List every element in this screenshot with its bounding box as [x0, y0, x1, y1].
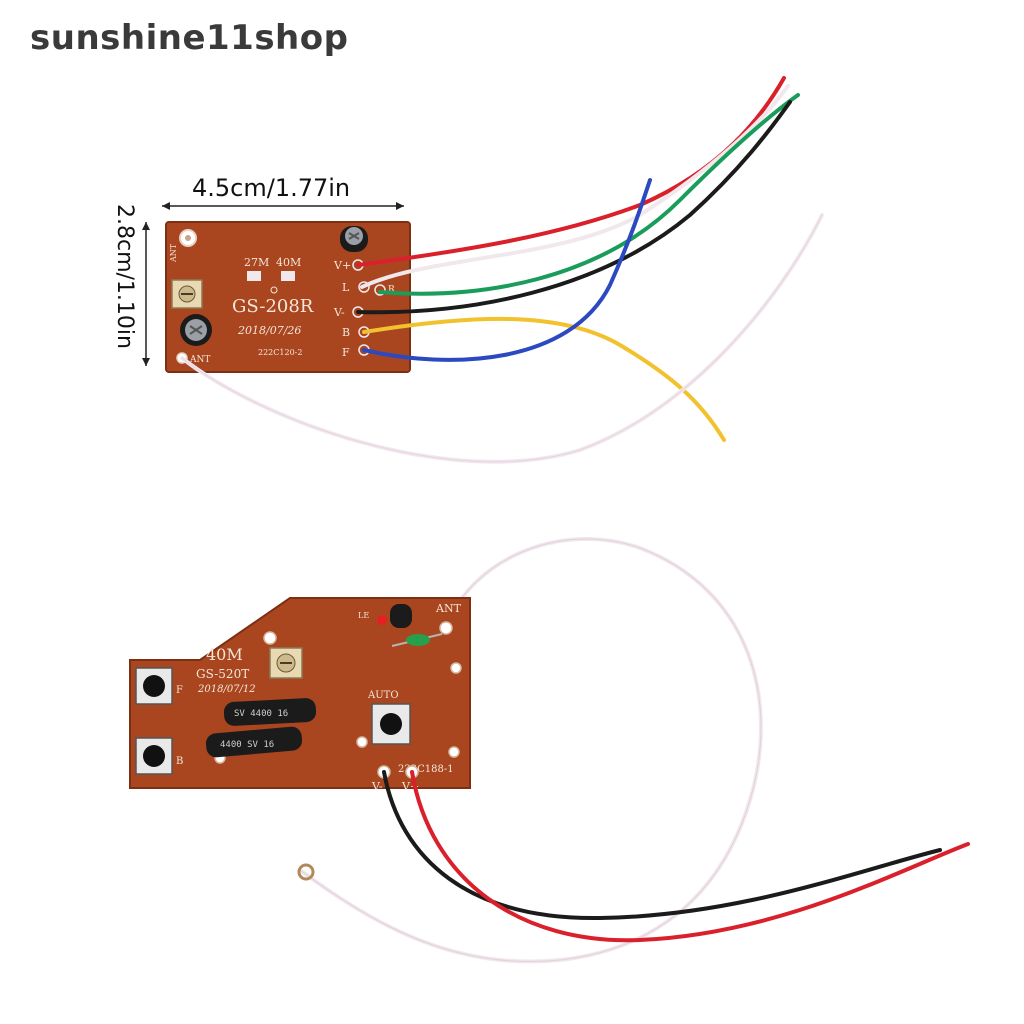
pin-label-l: L: [342, 281, 350, 294]
shop-watermark: sunshine11shop: [30, 18, 349, 58]
height-label: 2.8cm/1.10in: [112, 204, 137, 349]
pin-label-vplus: V+: [333, 259, 351, 272]
height-dimension: 2.8cm/1.10in: [112, 204, 150, 366]
width-label: 4.5cm/1.77in: [192, 174, 350, 202]
freq-label-27m: 27M: [244, 256, 269, 269]
tx-button-f: [135, 667, 173, 705]
pin-label-b: B: [342, 326, 350, 339]
receiver-board: 4.5cm/1.77in 2.8cm/1.10in ANT ANT: [112, 76, 824, 464]
tx-wire-black: [382, 770, 942, 921]
tx-button-b: [135, 737, 173, 775]
receiver-date: 2018/07/26: [237, 324, 301, 337]
receiver-ant-label: ANT: [189, 355, 210, 365]
tx-potentiometer: [269, 647, 303, 679]
tx-led: [377, 604, 412, 628]
tx-button-auto: [371, 703, 411, 745]
tx-freq: 40M: [206, 645, 243, 664]
tx-wire-red: [410, 770, 970, 943]
pin-label-vminus: V-: [333, 306, 345, 319]
tx-capacitor-2: 4400 SV 16: [205, 726, 303, 758]
wire-blue: [362, 178, 652, 362]
tx-cap-text-1: SV 4400 16: [234, 709, 288, 719]
tx-power-wires: [382, 770, 970, 943]
tx-btn-b-label: B: [176, 756, 183, 767]
width-dimension: 4.5cm/1.77in: [162, 174, 404, 210]
tx-led-label: LE: [358, 611, 369, 620]
wire-red: [356, 76, 786, 267]
pin-label-r: R: [388, 285, 395, 295]
tx-vminus-label: V-: [371, 780, 383, 793]
tx-date: 2018/07/12: [197, 684, 256, 695]
receiver-model: GS-208R: [232, 296, 314, 317]
receiver-wires: [180, 76, 824, 464]
tx-ant-label: ANT: [435, 602, 462, 615]
receiver-capacitor-large: [180, 314, 212, 346]
tx-model: GS-520T: [196, 667, 249, 681]
tx-serial: 222C188-1: [398, 764, 454, 775]
wire-yellow: [362, 316, 726, 442]
receiver-pin-labels: V+ L V- B F R: [333, 259, 395, 359]
tx-btn-f-label: F: [176, 685, 183, 696]
tx-inductor: [391, 633, 443, 647]
receiver-serial: 222C120-2: [258, 348, 302, 357]
wire-green: [378, 93, 800, 296]
tx-auto-label: AUTO: [367, 690, 399, 701]
freq-label-40m: 40M: [276, 256, 301, 269]
pin-label-f: F: [342, 346, 350, 359]
receiver-ant-label-top: ANT: [169, 243, 178, 263]
wire-black: [356, 100, 792, 315]
transmitter-board: 40M GS-520T 2018/07/12 AUTO ANT LE 222C1…: [129, 537, 970, 964]
tx-capacitor-1: SV 4400 16: [223, 698, 317, 726]
wire-white-1: [360, 84, 790, 289]
receiver-pcb: [166, 222, 410, 372]
receiver-capacitor-small: [340, 226, 368, 252]
tx-cap-text-2: 4400 SV 16: [220, 740, 274, 750]
